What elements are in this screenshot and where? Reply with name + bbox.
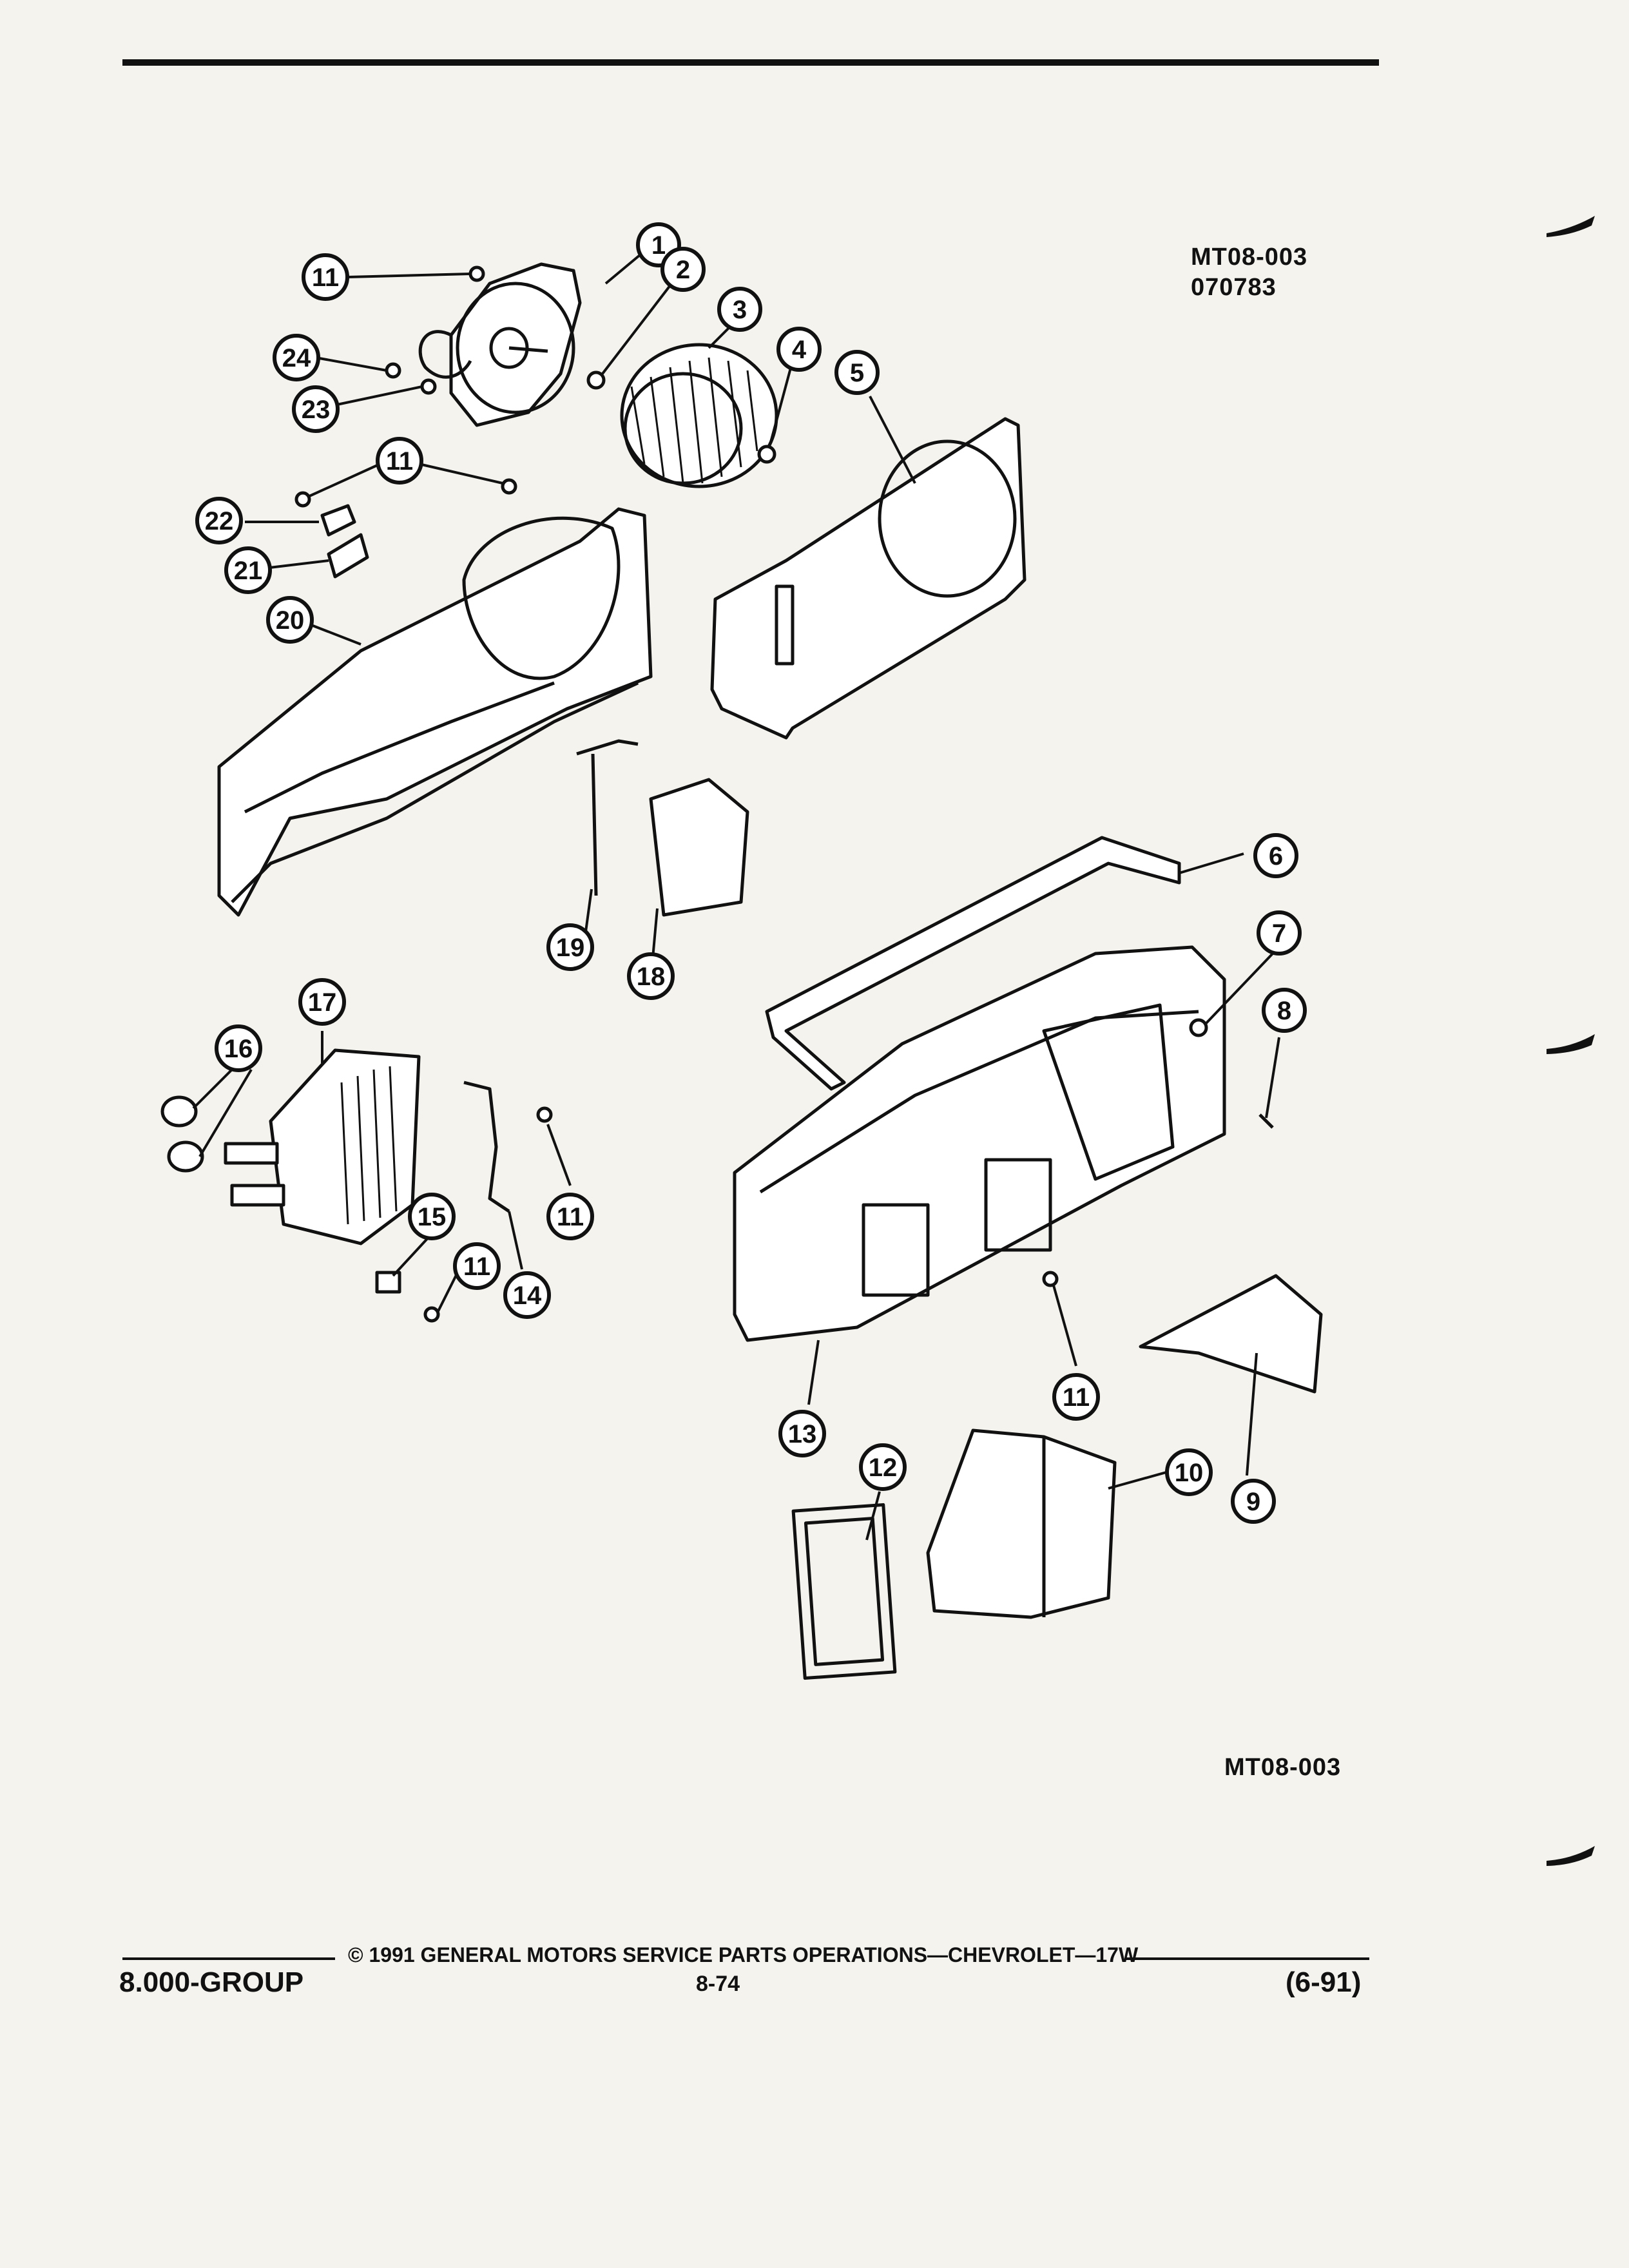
callout-17: 17 <box>298 978 346 1026</box>
callout-14: 14 <box>503 1271 551 1319</box>
svg-text:17: 17 <box>308 988 337 1017</box>
svg-text:10: 10 <box>1175 1459 1204 1487</box>
callout-5: 5 <box>834 350 880 395</box>
part-clip-22 <box>320 504 356 537</box>
svg-text:11: 11 <box>463 1253 490 1281</box>
callout-8: 8 <box>1262 988 1307 1033</box>
part-gasket <box>791 1503 897 1680</box>
callout-16: 16 <box>215 1024 262 1072</box>
figure-bottom-code: MT08-003 <box>1224 1754 1342 1781</box>
part-heater-core <box>224 1048 421 1245</box>
svg-text:1: 1 <box>651 231 666 260</box>
part-duct-9 <box>1139 1274 1323 1394</box>
svg-text:2: 2 <box>676 256 690 284</box>
part-pin-8 <box>1258 1113 1274 1129</box>
part-nut-2 <box>586 370 606 390</box>
svg-text:6: 6 <box>1269 842 1283 870</box>
callout-6: 6 <box>1253 833 1298 878</box>
callout-4: 4 <box>776 327 822 372</box>
svg-text:7: 7 <box>1272 919 1286 948</box>
part-valve-18 <box>649 778 749 917</box>
svg-text:11: 11 <box>312 264 339 292</box>
part-core-seal-a <box>160 1095 198 1128</box>
svg-text:11: 11 <box>386 447 413 476</box>
svg-text:12: 12 <box>869 1454 898 1482</box>
svg-text:19: 19 <box>556 934 585 962</box>
callout-2: 2 <box>660 247 706 292</box>
svg-text:3: 3 <box>733 296 747 324</box>
callout-15: 15 <box>408 1193 456 1240</box>
callout-18: 18 <box>627 952 675 1000</box>
part-link-rod <box>576 739 639 896</box>
svg-text:20: 20 <box>276 606 305 635</box>
svg-text:5: 5 <box>850 359 864 387</box>
part-blower-motor <box>418 262 582 427</box>
part-seal <box>765 836 1181 1091</box>
svg-text:8: 8 <box>1277 997 1291 1025</box>
svg-text:15: 15 <box>418 1203 447 1231</box>
svg-text:4: 4 <box>792 336 807 364</box>
callout-23: 23 <box>292 385 340 433</box>
footer-rule-left <box>122 1957 335 1960</box>
top-rule <box>122 59 1379 66</box>
svg-text:11: 11 <box>557 1203 584 1231</box>
callout-7: 7 <box>1257 910 1302 956</box>
callout-12: 12 <box>859 1443 907 1491</box>
svg-text:24: 24 <box>282 344 311 372</box>
svg-text:23: 23 <box>302 396 331 424</box>
footer-group: 8.000-GROUP <box>119 1966 304 1998</box>
callout-10: 10 <box>1165 1448 1213 1496</box>
svg-text:14: 14 <box>513 1282 542 1310</box>
svg-text:18: 18 <box>637 963 666 991</box>
callout-11-b: 11 <box>376 437 423 485</box>
callout-19: 19 <box>546 923 594 971</box>
part-core-seal-b <box>167 1140 204 1173</box>
part-valve-assembly <box>926 1428 1117 1619</box>
callout-11-a: 11 <box>302 253 349 301</box>
callout-21: 21 <box>224 546 272 594</box>
callout-3: 3 <box>717 287 762 332</box>
part-lower-case <box>733 945 1226 1342</box>
callout-13: 13 <box>778 1410 826 1457</box>
part-clamp-15 <box>375 1271 401 1294</box>
footer-revision: (6-91) <box>1286 1966 1362 1998</box>
footer-rule-right <box>1124 1957 1369 1960</box>
footer-page-number: 8-74 <box>696 1972 740 1996</box>
figure-date-code: 070783 <box>1191 274 1277 301</box>
callout-11-c: 11 <box>546 1193 594 1240</box>
part-clip-4 <box>757 445 776 464</box>
part-door-21 <box>327 533 369 579</box>
callout-11-d: 11 <box>453 1242 501 1290</box>
margin-marks <box>1547 216 1595 1866</box>
part-cover-plate <box>710 417 1027 740</box>
callout-9: 9 <box>1231 1479 1276 1524</box>
svg-text:11: 11 <box>1063 1383 1090 1412</box>
part-screw-7 <box>1189 1018 1208 1037</box>
svg-text:13: 13 <box>788 1420 817 1448</box>
part-blower-wheel <box>620 343 778 488</box>
footer-copyright: © 1991 GENERAL MOTORS SERVICE PARTS OPER… <box>348 1943 1139 1966</box>
callout-11-e: 11 <box>1052 1373 1100 1421</box>
svg-text:22: 22 <box>205 507 234 535</box>
callout-22: 22 <box>195 497 243 544</box>
callout-24: 24 <box>273 334 320 381</box>
svg-text:16: 16 <box>224 1035 253 1063</box>
part-bracket-14 <box>463 1081 510 1213</box>
figure-code: MT08-003 <box>1191 244 1308 271</box>
callout-20: 20 <box>266 596 314 644</box>
svg-text:9: 9 <box>1246 1488 1260 1516</box>
part-upper-case <box>217 507 653 917</box>
svg-text:21: 21 <box>234 557 263 585</box>
